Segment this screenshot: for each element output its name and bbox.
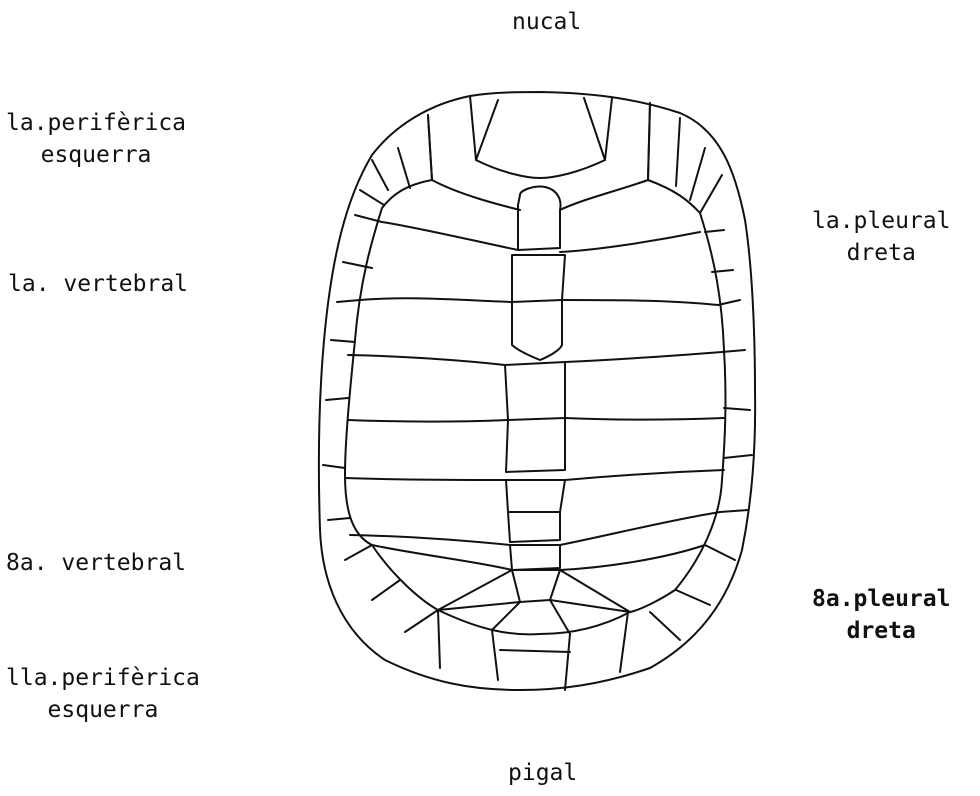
anterior-peripherals-right	[648, 103, 722, 213]
right-peripherals	[650, 230, 752, 640]
left-pleural-scutes	[345, 180, 520, 570]
nuchal-scute	[476, 98, 605, 160]
left-peripherals	[323, 215, 438, 632]
right-pleural-scutes	[560, 180, 724, 570]
anterior-peripherals-left	[360, 115, 432, 205]
peripheral-ring-inner-boundary	[345, 96, 725, 634]
